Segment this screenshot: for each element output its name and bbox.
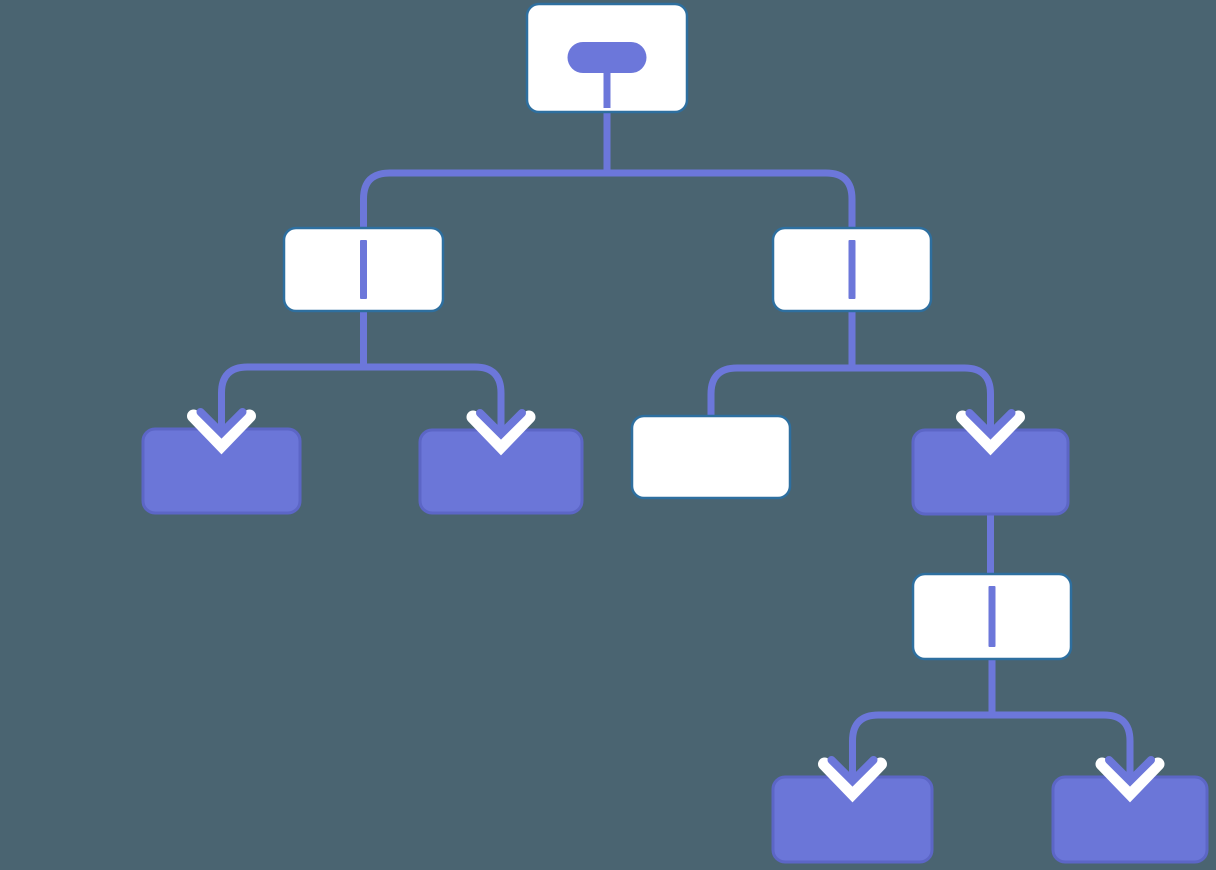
double-chevron-arrow-icon-white — [1095, 757, 1165, 803]
split-bar-decoration — [988, 586, 996, 647]
root-pill-stem — [603, 71, 611, 108]
double-chevron-arrow-icon-purple — [965, 409, 1016, 440]
split-bar-decoration — [848, 240, 856, 299]
connector-root-branch-left — [360, 169, 607, 228]
connector-root-branch-right — [607, 169, 856, 228]
split-bar-decoration — [360, 240, 367, 299]
flow-node-plain-1[interactable] — [630, 414, 792, 500]
connector-branch-right-leaf-3 — [852, 364, 994, 430]
double-chevron-arrow-icon-purple — [1105, 756, 1155, 787]
connector-branch-right-plain-1 — [707, 364, 852, 416]
connector-branch-bottom-leaf-5 — [992, 711, 1134, 777]
double-chevron-arrow-icon-purple — [827, 756, 878, 787]
connector-branch-left-leaf-2 — [363, 363, 505, 430]
double-chevron-arrow-icon-white — [818, 757, 887, 803]
double-chevron-arrow-icon-white — [187, 409, 256, 455]
root-pill-decoration — [567, 42, 647, 73]
double-chevron-arrow-icon-purple — [196, 408, 247, 439]
connector-branch-bottom-leaf-4 — [849, 711, 992, 777]
connector-branch-left-leaf-1 — [218, 363, 364, 429]
double-chevron-arrow-icon-white — [956, 410, 1025, 456]
double-chevron-arrow-icon-purple — [476, 409, 526, 440]
double-chevron-arrow-icon-white — [466, 410, 536, 456]
